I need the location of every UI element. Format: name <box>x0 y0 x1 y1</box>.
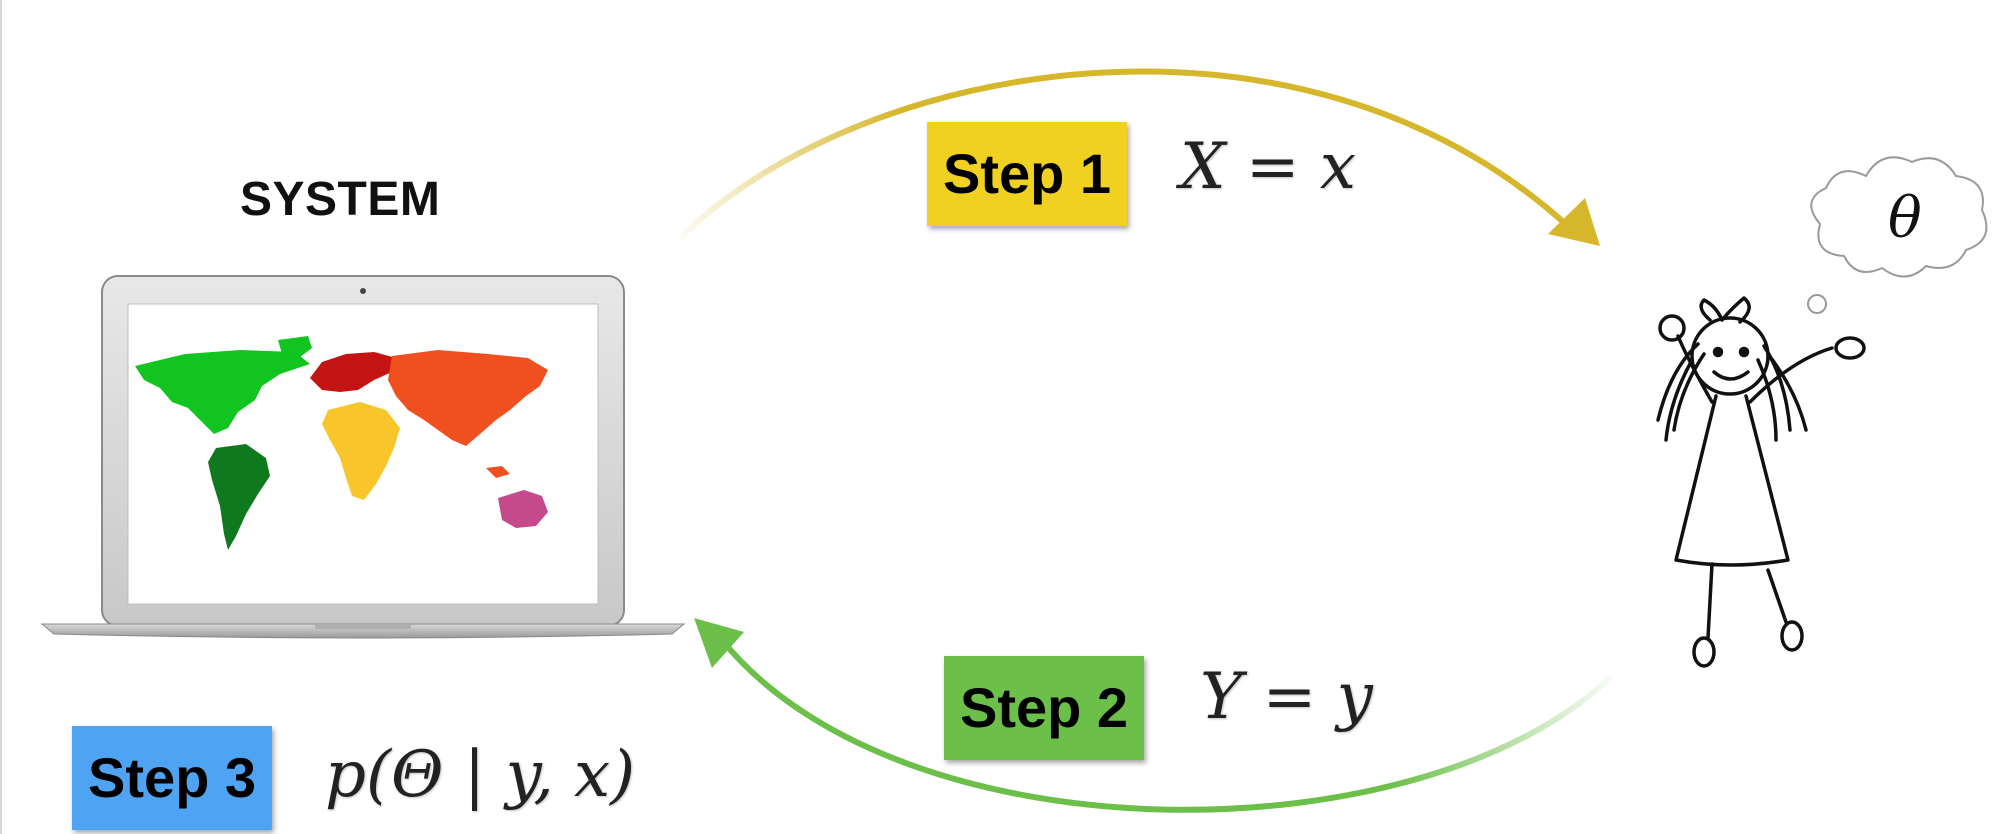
left-foot <box>1692 636 1716 668</box>
dress <box>1674 394 1790 567</box>
right-hand <box>1834 336 1866 360</box>
right-foot <box>1780 620 1804 652</box>
africa <box>322 402 400 500</box>
europe <box>310 352 396 392</box>
step-2-formula: Y = y <box>1200 660 1373 734</box>
left-arm <box>1676 334 1714 404</box>
islands <box>486 466 510 478</box>
top-arrow-curve <box>677 68 1573 241</box>
smile <box>1712 370 1750 381</box>
oceania <box>498 490 548 528</box>
laptop-illustration <box>40 275 686 639</box>
bottom-arrow-curve <box>719 638 1615 813</box>
thought-cloud <box>1810 156 1988 278</box>
world-map <box>135 336 548 550</box>
bow <box>1699 296 1751 324</box>
laptop-base <box>40 623 686 639</box>
asia <box>388 350 548 446</box>
hair-right <box>1756 344 1808 442</box>
system-title: SYSTEM <box>240 173 441 226</box>
step-3-formula: p(Θ | y, x) <box>325 738 636 812</box>
right-arm <box>1748 346 1834 404</box>
thought-theta: θ <box>1888 186 1922 251</box>
step-2-badge: Step 2 <box>944 656 1145 760</box>
top-arrow-head <box>1548 198 1600 246</box>
step-1-badge: Step 1 <box>927 122 1128 226</box>
thought-dot-small <box>1807 294 1827 314</box>
bottom-arrow-head <box>694 618 744 668</box>
step-1-formula: X = x <box>1180 130 1356 204</box>
left-border <box>0 0 2 834</box>
greenland <box>278 336 312 360</box>
hair-left <box>1656 342 1706 442</box>
step-3-badge: Step 3 <box>72 726 273 830</box>
south-america <box>208 444 270 550</box>
laptop-notch <box>315 624 411 629</box>
left-hand <box>1658 314 1686 342</box>
north-america <box>135 350 310 434</box>
camera-dot <box>360 288 366 294</box>
user-figure <box>1656 156 1988 668</box>
left-leg <box>1706 562 1714 640</box>
right-leg <box>1766 568 1788 624</box>
